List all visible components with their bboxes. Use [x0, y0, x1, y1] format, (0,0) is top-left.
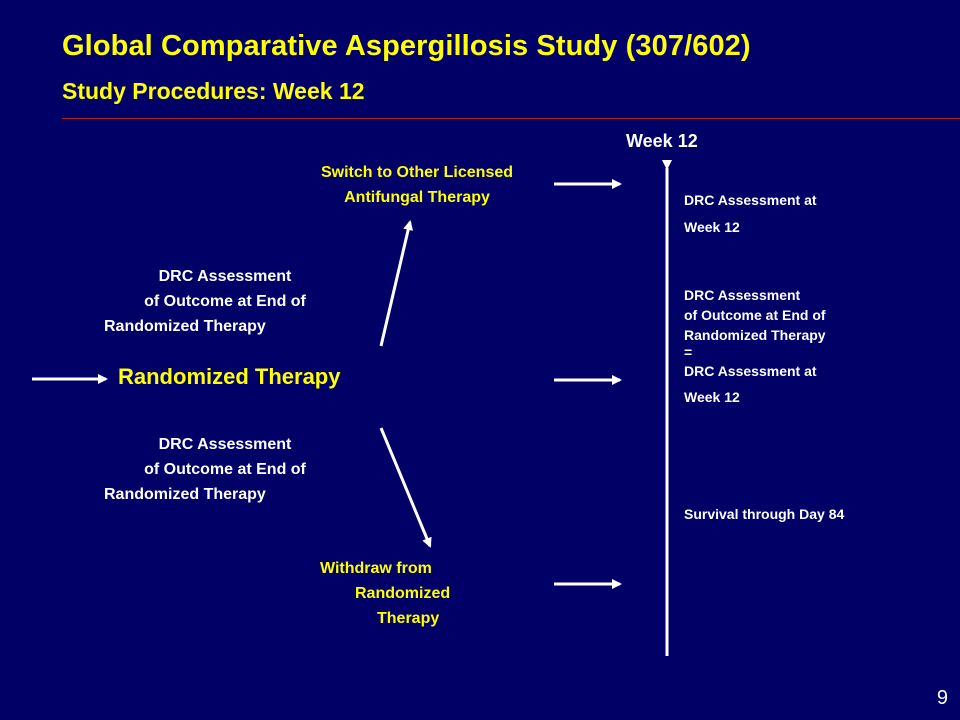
- week12-drc-note: DRC Assessment at Week 12: [684, 188, 817, 240]
- upper-drc-line-3: Randomized Therapy: [104, 318, 266, 335]
- slide-title: Global Comparative Aspergillosis Study (…: [62, 30, 751, 62]
- week12-drc-line-2: Week 12: [684, 219, 740, 235]
- withdraw-branch-arrow: [379, 427, 432, 548]
- equal-drc-line-5: DRC Assessment at: [684, 363, 817, 379]
- survival-note: Survival through Day 84: [684, 506, 845, 522]
- switch-branch-arrow: [379, 220, 414, 347]
- equal-drc-line-2: of Outcome at End of: [684, 307, 826, 323]
- lower-drc-line-2: of Outcome at End of: [144, 461, 306, 478]
- title-divider: [62, 118, 960, 119]
- upper-drc-line-1: DRC Assessment: [158, 268, 292, 285]
- equal-drc-note: DRC Assessment of Outcome at End of Rand…: [684, 285, 826, 407]
- switch-therapy-label: Switch to Other Licensed Antifungal Ther…: [285, 160, 549, 210]
- withdraw-line-3: Therapy: [377, 610, 440, 627]
- equal-drc-line-6: Week 12: [684, 389, 740, 405]
- withdraw-label: Withdraw from Randomized Therapy: [305, 556, 505, 631]
- equal-drc-line-3: Randomized Therapy: [684, 327, 826, 343]
- page-number: 9: [936, 687, 948, 709]
- equal-drc-line-1: DRC Assessment: [684, 287, 801, 303]
- randomized-therapy-label: Randomized Therapy: [118, 364, 341, 389]
- upper-drc-note: DRC Assessment of Outcome at End of Rand…: [100, 264, 350, 339]
- withdraw-line-2: Randomized: [355, 585, 451, 602]
- withdraw-line-1: Withdraw from: [320, 560, 432, 577]
- lower-drc-note: DRC Assessment of Outcome at End of Rand…: [100, 432, 350, 507]
- lower-drc-line-1: DRC Assessment: [158, 436, 292, 453]
- slide-subtitle: Study Procedures: Week 12: [62, 78, 365, 104]
- switch-therapy-line-1: Switch to Other Licensed: [320, 164, 514, 181]
- week-12-label: Week 12: [626, 131, 698, 151]
- upper-drc-line-2: of Outcome at End of: [144, 293, 306, 310]
- equal-drc-line-4: =: [684, 344, 693, 360]
- week12-drc-line-1: DRC Assessment at: [684, 192, 817, 208]
- switch-therapy-line-2: Antifungal Therapy: [344, 189, 490, 206]
- lower-drc-line-3: Randomized Therapy: [104, 486, 266, 503]
